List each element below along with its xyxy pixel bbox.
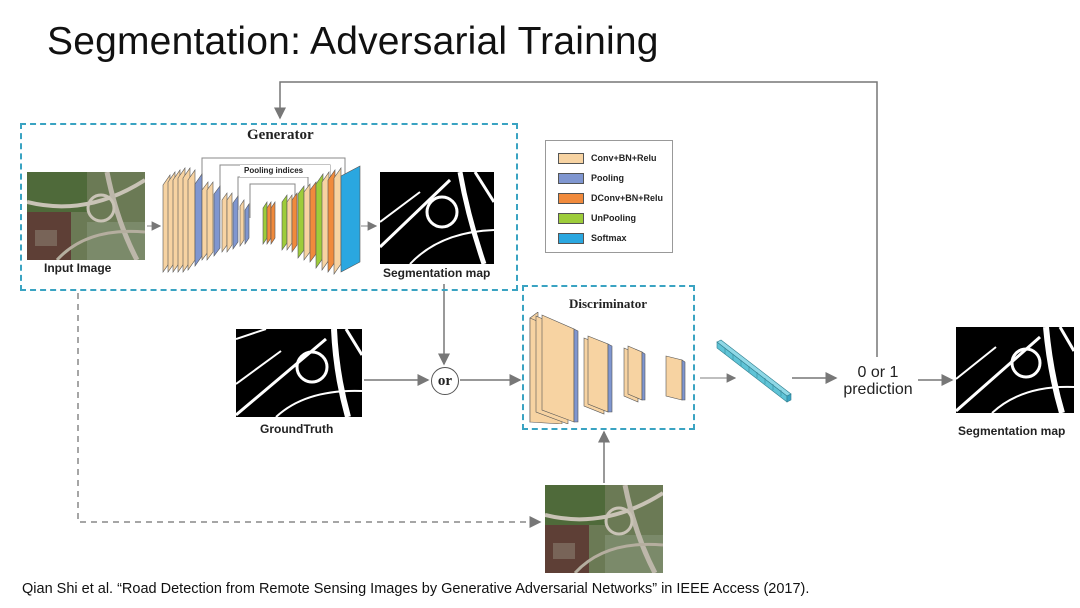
legend-item-dconv: DConv+BN+Relu (558, 191, 663, 205)
result-label: Segmentation map (958, 424, 1066, 438)
legend-item-softmax: Softmax (558, 231, 627, 245)
legend-item-pooling: Pooling (558, 171, 624, 185)
input-aerial-image (27, 172, 145, 260)
discriminator-title: Discriminator (569, 296, 647, 311)
pooling-indices-label: Pooling indices (244, 166, 304, 175)
bottom-aerial-image (545, 485, 663, 573)
discriminator-box (522, 285, 695, 430)
prediction-label: 0 or 1 prediction (832, 364, 924, 398)
generator-box (20, 123, 518, 291)
result-segmentation-map (956, 327, 1074, 413)
feedback-line (274, 81, 878, 357)
prediction-line-1: 0 or 1 (857, 364, 899, 381)
ground-truth-image (236, 329, 362, 417)
generator-network (162, 157, 361, 275)
citation: Qian Shi et al. “Road Detection from Rem… (22, 581, 810, 597)
discriminator-network (529, 312, 686, 424)
generator-segmentation-map (380, 172, 494, 264)
layer-legend: Conv+BN+Relu Pooling DConv+BN+Relu UnPoo… (545, 140, 673, 253)
legend-item-unpooling: UnPooling (558, 211, 636, 225)
generator-title: Generator (247, 127, 314, 143)
ground-truth-label: GroundTruth (260, 422, 334, 436)
or-node: or (431, 367, 459, 395)
generator-output-label: Segmentation map (383, 266, 491, 280)
input-image-label: Input Image (44, 261, 112, 275)
legend-item-conv: Conv+BN+Relu (558, 151, 657, 165)
fc-vector (716, 339, 792, 403)
slide-title: Segmentation: Adversarial Training (47, 20, 659, 63)
prediction-line-2: prediction (843, 381, 913, 398)
